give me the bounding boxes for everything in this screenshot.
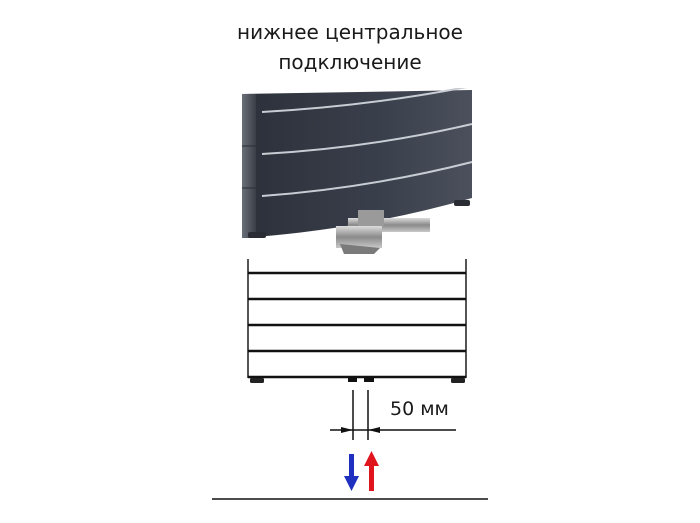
- title-line-1: нижнее центральное: [237, 20, 463, 44]
- arrow-down-blue-icon: [344, 454, 359, 491]
- radiator-photo: [242, 88, 473, 254]
- dimension-label: 50 мм: [390, 398, 449, 420]
- title-line-2: подключение: [278, 50, 422, 74]
- arrow-up-red-icon: [364, 451, 379, 491]
